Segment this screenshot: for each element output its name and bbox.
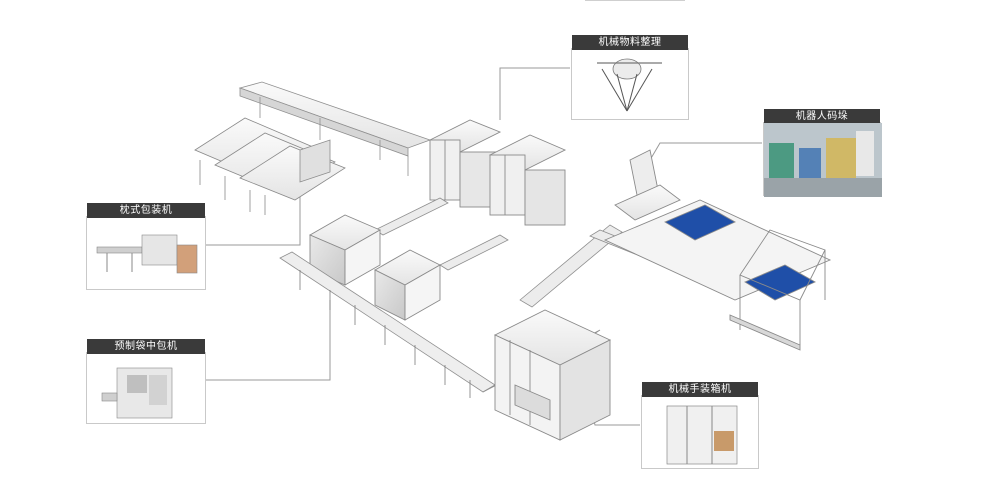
- callout-premade-bag: 预制袋中包机: [86, 339, 206, 424]
- leader-flow-wrap: [205, 185, 301, 246]
- case-packing-cell: [493, 309, 612, 441]
- flow-wrapper-machine-photo: [96, 234, 198, 274]
- callout-flow-wrap-label: 枕式包装机: [87, 203, 205, 218]
- premade-bag-packer-photo: [101, 367, 173, 419]
- callout-palletizing-label: 机器人码垛: [764, 109, 880, 124]
- robot-palletizing-cell-photo: [764, 123, 882, 197]
- sorting-frame-machines: [428, 119, 567, 226]
- leader-premade-bag: [205, 300, 331, 381]
- flow-wrapper-units: [194, 117, 346, 215]
- callout-case-packing-label: 机械手装箱机: [642, 382, 758, 397]
- callout-material-sorting: 机械物料整理: [571, 35, 689, 120]
- callout-material-sorting-label: 机械物料整理: [572, 35, 688, 50]
- palletizing-area: [603, 149, 832, 351]
- case-packing-machine-photo: [666, 405, 738, 465]
- callout-flow-wrap: 枕式包装机: [86, 203, 206, 290]
- top-edge-line: [585, 0, 685, 1]
- callout-case-packing: 机械手装箱机: [641, 382, 759, 469]
- top-conveyor-table: [238, 81, 432, 176]
- callout-palletizing: 机器人码垛: [763, 109, 882, 197]
- leader-palletizing: [649, 142, 762, 161]
- leader-material-sorting: [499, 67, 570, 120]
- delta-robot-photo: [597, 58, 662, 112]
- callout-premade-bag-label: 预制袋中包机: [87, 339, 205, 354]
